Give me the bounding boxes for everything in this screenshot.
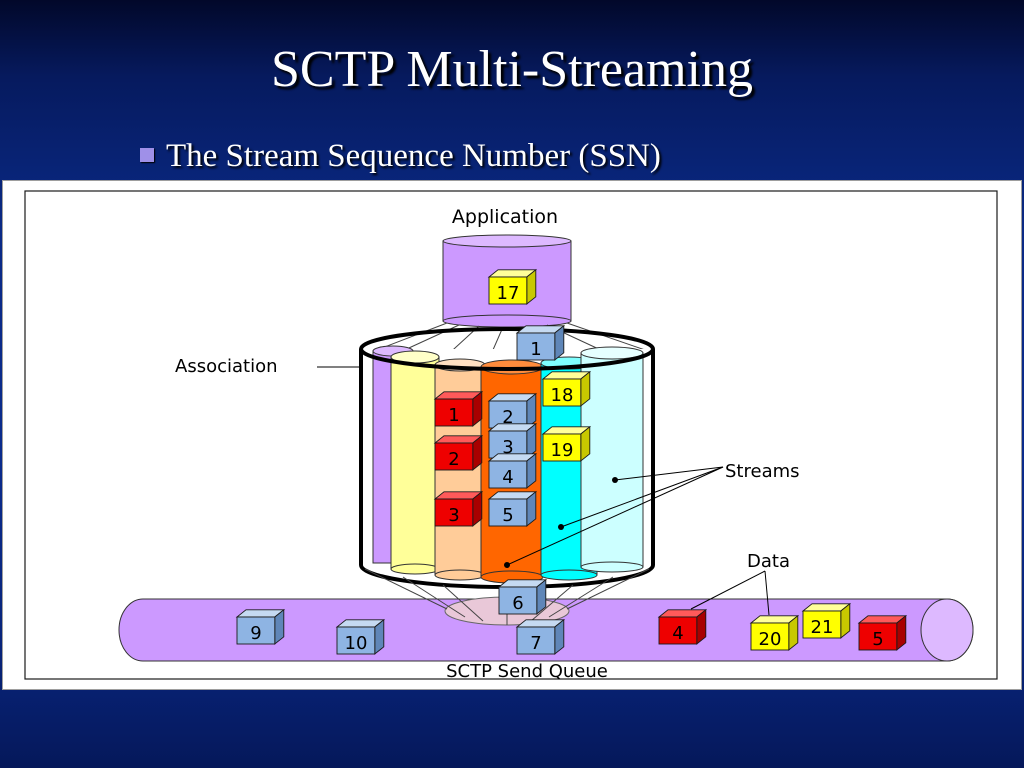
chunk-cube: 2: [488, 393, 537, 429]
chunk-cube: 17: [488, 269, 537, 305]
chunk-label: 10: [345, 633, 368, 654]
chunk-cube: 19: [542, 426, 591, 462]
stream-yellow: [390, 350, 440, 575]
chunk-cube: 2: [434, 435, 483, 471]
streams-label: Streams: [725, 461, 800, 482]
bullet-text: The Stream Sequence Number (SSN): [166, 138, 661, 174]
slide-title: SCTP Multi-Streaming: [271, 41, 753, 98]
chunk-label: 21: [811, 617, 834, 638]
stream-dot: [612, 477, 618, 483]
chunk-label: 1: [448, 405, 459, 426]
chunk-label: 20: [759, 629, 782, 650]
chunk-cube: 5: [858, 615, 907, 651]
chunk-label: 19: [551, 440, 574, 461]
chunk-cube: 3: [488, 423, 537, 459]
chunk-cube: 4: [488, 453, 537, 489]
application-label: Application: [452, 206, 558, 228]
streams-pointers: [506, 466, 724, 566]
chunk-cube: 18: [542, 371, 591, 407]
chunk-cube: 10: [336, 619, 385, 655]
chunk-cube: 5: [488, 491, 537, 527]
chunk-cube: 1: [516, 325, 565, 361]
stream-dot: [504, 562, 510, 568]
send-queue-label: SCTP Send Queue: [446, 661, 608, 682]
chunk-label: 2: [448, 449, 459, 470]
chunk-cube: 20: [750, 615, 799, 651]
sctp-diagram: Application: [24, 190, 998, 682]
chunk-label: 5: [502, 505, 513, 526]
chunk-cube: 7: [516, 619, 565, 655]
chunk-label: 5: [872, 629, 883, 650]
chunk-cube: 4: [658, 609, 707, 645]
association-rim: [359, 327, 655, 371]
chunk-label: 9: [250, 623, 261, 644]
application-cylinder: [442, 234, 572, 328]
chunk-label: 4: [502, 467, 513, 488]
data-pointers: [690, 570, 770, 616]
chunk-label: 18: [551, 385, 574, 406]
chunk-cube: 3: [434, 491, 483, 527]
data-label: Data: [747, 551, 790, 572]
stream-dot: [558, 524, 564, 530]
chunk-label: 7: [530, 633, 541, 654]
chunk-label: 3: [448, 505, 459, 526]
chunk-label: 3: [502, 437, 513, 458]
chunk-label: 1: [530, 339, 541, 360]
chunk-label: 4: [672, 623, 683, 644]
chunk-cube: 21: [802, 603, 851, 639]
chunk-label: 17: [497, 283, 520, 304]
chunk-label: 6: [512, 593, 523, 614]
chunk-cube: 6: [498, 579, 547, 615]
chunk-cube: 1: [434, 391, 483, 427]
stream-light-cyan: [580, 346, 644, 573]
diagram-frame: Application: [2, 180, 1022, 690]
chunk-label: 2: [502, 407, 513, 428]
association-label: Association: [175, 356, 278, 377]
chunk-cube: 9: [236, 609, 285, 645]
bullet-item: The Stream Sequence Number (SSN): [140, 138, 661, 175]
bullet-square-icon: [140, 148, 154, 162]
